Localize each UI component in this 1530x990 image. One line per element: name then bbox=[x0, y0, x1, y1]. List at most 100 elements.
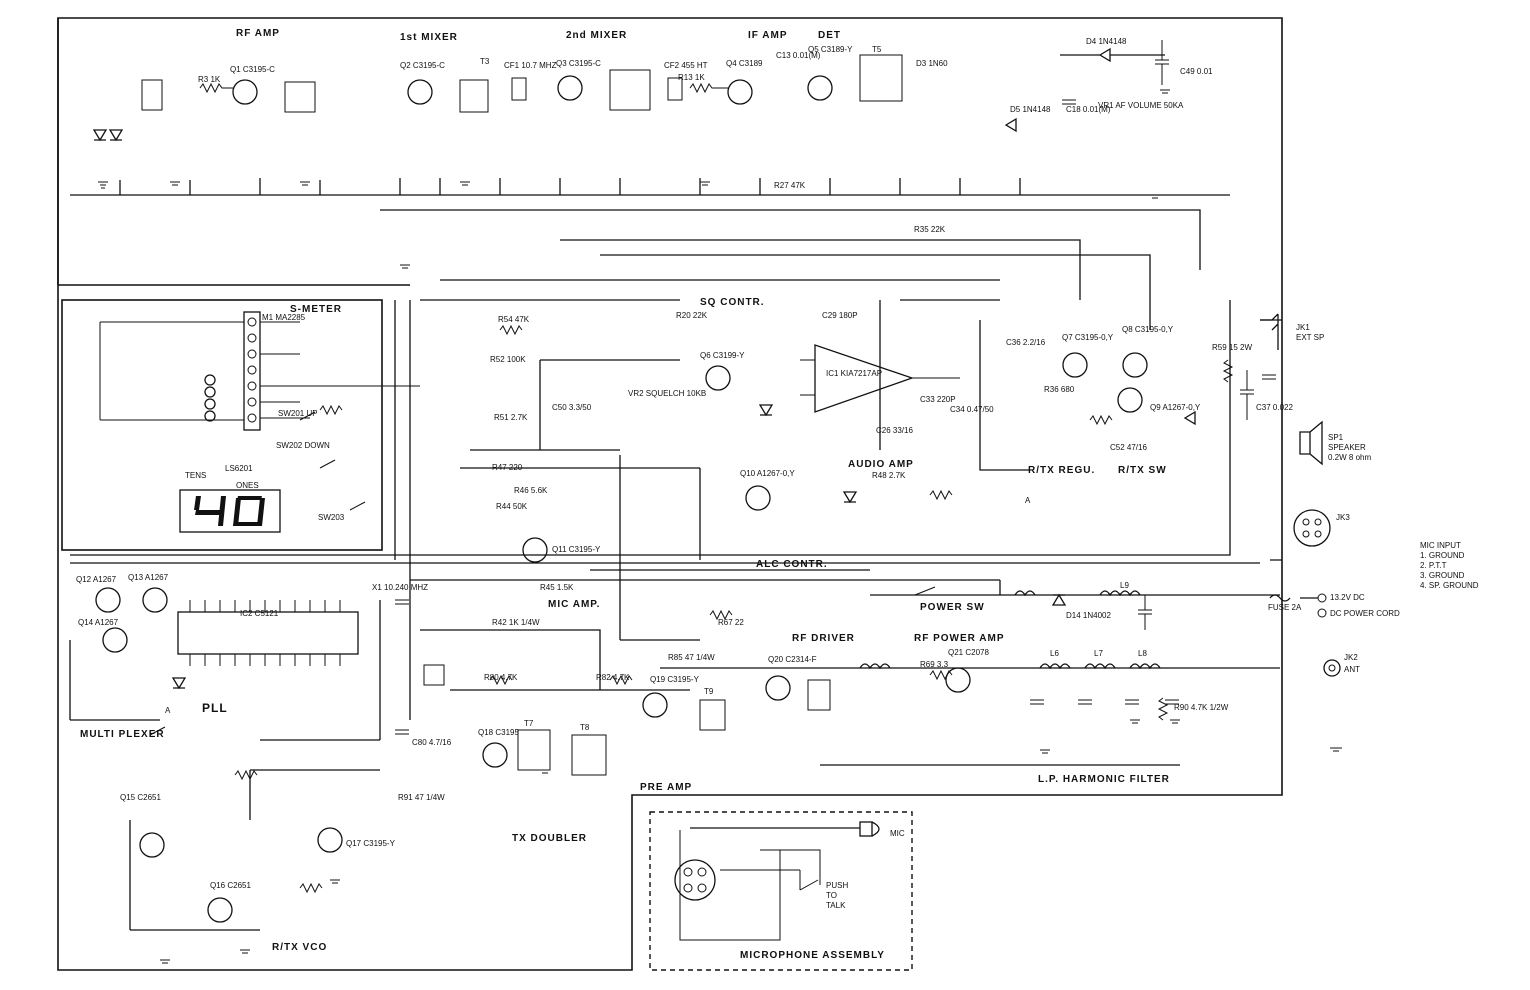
label-lp-harmonic-filter: L.P. HARMONIC FILTER bbox=[1038, 774, 1170, 785]
label-q15: Q15 C2651 bbox=[120, 793, 161, 802]
capacitors bbox=[395, 40, 1276, 735]
label-audio-amp: AUDIO AMP bbox=[848, 459, 914, 470]
label-t9: T9 bbox=[704, 687, 714, 696]
transformers bbox=[141, 54, 903, 776]
label-r91: R91 47 1/4W bbox=[398, 793, 445, 802]
label-c36: C36 2.2/16 bbox=[1006, 338, 1046, 347]
label-r80: R80 4.7K bbox=[484, 673, 518, 682]
label-r45: R45 1.5K bbox=[540, 583, 574, 592]
label-r42: R42 1K 1/4W bbox=[492, 618, 540, 627]
label-display-part: LS6201 bbox=[225, 464, 253, 473]
label-ic1: IC1 KIA7217AP bbox=[826, 369, 882, 378]
label-mic-pin-2: 2. P.T.T bbox=[1420, 561, 1447, 570]
transistor-q7 bbox=[1062, 352, 1088, 378]
label-mic-pin-3: 3. GROUND bbox=[1420, 571, 1465, 580]
label-rf-power-amp: RF POWER AMP bbox=[914, 633, 1005, 644]
label-q2: Q2 C3195-C bbox=[400, 61, 445, 70]
label-pre-amp: PRE AMP bbox=[640, 782, 692, 793]
jk1-jack bbox=[1260, 313, 1279, 350]
smeter-board-outline bbox=[61, 299, 383, 551]
label-l9: L9 bbox=[1120, 581, 1129, 590]
transistor-q11 bbox=[522, 537, 548, 563]
label-jk1: JK1 bbox=[1296, 323, 1310, 332]
display-digit-tens bbox=[194, 496, 226, 526]
label-c18: C18 0.01(M) bbox=[1066, 105, 1111, 114]
label-2nd-mixer: 2nd MIXER bbox=[566, 30, 627, 41]
label-r35: R35 22K bbox=[914, 225, 946, 234]
label-q11: Q11 C3195-Y bbox=[552, 545, 601, 554]
label-q14: Q14 A1267 bbox=[78, 618, 119, 627]
diodes bbox=[92, 47, 1196, 690]
label-note-a-2: A bbox=[165, 706, 171, 715]
label-r3: R3 1K bbox=[198, 75, 221, 84]
label-mic-amp: MIC AMP. bbox=[548, 599, 600, 610]
transistor-q3 bbox=[557, 75, 583, 101]
label-s-meter: S-METER bbox=[290, 304, 342, 315]
label-c33: C33 220P bbox=[920, 395, 956, 404]
label-q6: Q6 C3199-Y bbox=[700, 351, 745, 360]
fuse-symbol bbox=[1269, 594, 1291, 602]
label-dc-in: 13.2V DC bbox=[1330, 593, 1365, 602]
label-dc-cord: DC POWER CORD bbox=[1330, 609, 1400, 618]
transistor-q10 bbox=[745, 485, 771, 511]
label-q10: Q10 A1267-0,Y bbox=[740, 469, 795, 478]
label-r85: R85 47 1/4W bbox=[668, 653, 715, 662]
label-rf-amp: RF AMP bbox=[236, 28, 280, 39]
label-r52: R52 100K bbox=[490, 355, 526, 364]
transistor-q12 bbox=[95, 587, 121, 613]
label-c34: C34 0.47/50 bbox=[950, 405, 994, 414]
speaker-symbol bbox=[1299, 420, 1323, 466]
label-jk2: JK2 bbox=[1344, 653, 1358, 662]
label-r27: R27 47K bbox=[774, 181, 806, 190]
label-meter: M1 MA2285 bbox=[262, 313, 306, 322]
transistor-q4 bbox=[727, 79, 753, 105]
label-r54: R54 47K bbox=[498, 315, 530, 324]
display-digit-ones bbox=[233, 496, 265, 526]
label-rf-driver: RF DRIVER bbox=[792, 633, 855, 644]
label-note-a-1: A bbox=[1025, 496, 1031, 505]
label-q19: Q19 C3195-Y bbox=[650, 675, 700, 684]
label-q1: Q1 C3195-C bbox=[230, 65, 275, 74]
transistor-q17 bbox=[317, 827, 343, 853]
label-r82: R82 4.7K bbox=[596, 673, 630, 682]
label-mic: MIC bbox=[890, 829, 905, 838]
label-d4: D4 1N4148 bbox=[1086, 37, 1127, 46]
label-r46: R46 5.6K bbox=[514, 486, 548, 495]
label-rtx-vco: R/TX VCO bbox=[272, 942, 327, 953]
label-sp1-desc1: SPEAKER bbox=[1328, 443, 1366, 452]
label-x1: X1 10.240 MHZ bbox=[372, 583, 428, 592]
label-r67: R67 22 bbox=[718, 618, 744, 627]
ground-symbols bbox=[98, 89, 1342, 964]
label-q13: Q13 A1267 bbox=[128, 573, 169, 582]
label-c13: C13 0.01(M) bbox=[776, 51, 821, 60]
label-q20: Q20 C2314-F bbox=[768, 655, 817, 664]
component-labels: Q1 C3195-C Q2 C3195-C Q3 C3195-C Q4 C318… bbox=[76, 37, 1293, 890]
label-c37: C37 0.022 bbox=[1256, 403, 1293, 412]
microphone-assembly-outline bbox=[649, 811, 913, 971]
transistor-q8 bbox=[1122, 352, 1148, 378]
label-cf2: CF2 455 HT bbox=[664, 61, 708, 70]
label-l7: L7 bbox=[1094, 649, 1103, 658]
label-d3: D3 1N60 bbox=[916, 59, 948, 68]
label-t7: T7 bbox=[524, 719, 534, 728]
label-d5: D5 1N4148 bbox=[1010, 105, 1051, 114]
resistors bbox=[199, 82, 1234, 894]
label-vr1: VR1 AF VOLUME 50KA bbox=[1098, 101, 1184, 110]
mic-plug bbox=[674, 859, 716, 901]
transistor-q5 bbox=[807, 75, 833, 101]
label-mic-pin-4: 4. SP. GROUND bbox=[1420, 581, 1479, 590]
label-if-amp: IF AMP bbox=[748, 30, 788, 41]
label-ptt-1: PUSH bbox=[826, 881, 848, 890]
transistor-q13 bbox=[142, 587, 168, 613]
label-c80: C80 4.7/16 bbox=[412, 738, 452, 747]
label-mic-input: MIC INPUT bbox=[1420, 541, 1461, 550]
main-board-outline bbox=[57, 17, 1283, 971]
label-pll: PLL bbox=[202, 701, 228, 715]
label-vr2: VR2 SQUELCH 10KB bbox=[628, 389, 706, 398]
label-q17: Q17 C3195-Y bbox=[346, 839, 396, 848]
label-q12: Q12 A1267 bbox=[76, 575, 117, 584]
label-c49: C49 0.01 bbox=[1180, 67, 1213, 76]
label-q5: Q5 C3189-Y bbox=[808, 45, 853, 54]
label-sw203: SW203 bbox=[318, 513, 345, 522]
